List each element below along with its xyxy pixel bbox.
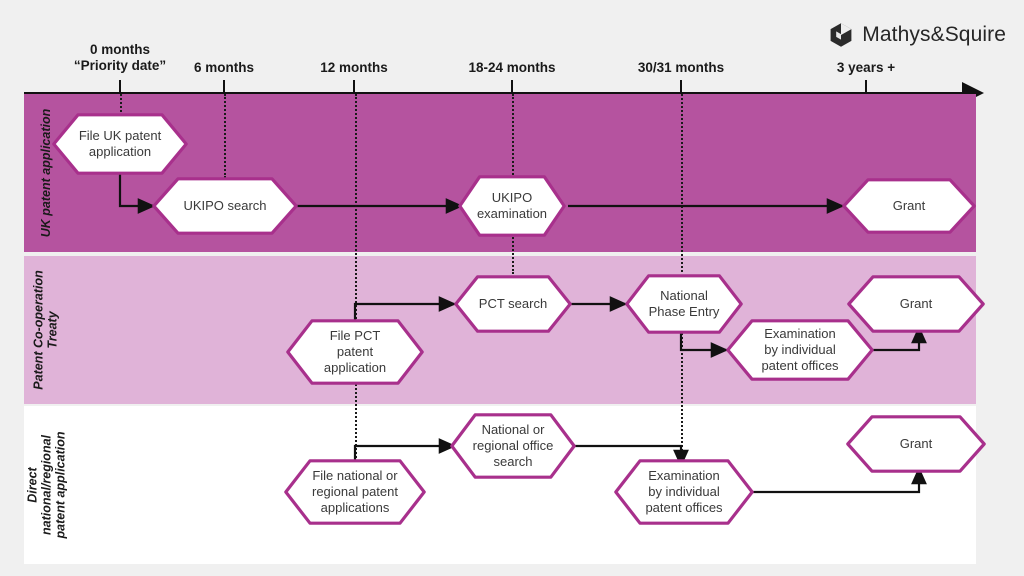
guide-line-t18 [512,94,514,178]
tick-t36 [865,80,867,93]
guide-line-t0 [120,94,122,112]
row-label-uk-text: UK patent application [39,108,54,238]
hexagon-shape [52,113,188,175]
mathys-squire-cube-icon [828,22,854,48]
guide-line-t18b [512,234,514,274]
tick-label-t12: 12 months [320,60,388,75]
tick-t18 [511,80,513,93]
hexagon-shape [842,178,976,234]
node-dir-grant[interactable]: Grant [846,415,986,473]
tick-label-t0: 0 months“Priority date” [73,42,167,73]
tick-t6 [223,80,225,93]
node-label: Grant [892,198,926,213]
guide-line-t12 [355,94,357,330]
guide-line-t30b [681,330,683,466]
guide-line-t30 [681,94,683,272]
hexagon-shape [846,415,986,473]
brand-name: Mathys&Squire [862,23,1006,46]
node-pct-grant[interactable]: Grant [847,275,985,333]
node-label: UKIPO search [183,198,267,213]
node-uk-search[interactable]: UKIPO search [152,177,298,235]
tick-t30 [680,80,682,93]
node-label: Grant [899,296,933,311]
guide-line-t12b [355,372,357,470]
node-uk-grant[interactable]: Grant [842,178,976,234]
hexagon-shape [286,319,424,385]
hexagon-shape [284,459,426,525]
brand-logo: Mathys&Squire [828,22,1006,48]
hexagon-shape [454,275,572,333]
tick-label-t18: 18-24 months [468,60,556,75]
tick-label-t36: 3 years + [836,60,896,75]
hexagon-shape [458,175,566,237]
hexagon-shape [625,274,743,334]
tick-t12 [353,80,355,93]
hexagon-shape [847,275,985,333]
timeline-axis [24,92,976,94]
node-label: Grant [899,436,933,451]
node-label: PCT search [478,296,548,311]
node-pct-search[interactable]: PCT search [454,275,572,333]
hexagon-shape [614,459,754,525]
tick-label-t30: 30/31 months [637,60,725,75]
tick-label-t6: 6 months [193,60,255,75]
hexagon-shape [450,413,576,479]
tick-t0 [119,80,121,93]
guide-line-t6 [224,94,226,178]
hexagon-shape [152,177,298,235]
hexagon-shape [726,319,874,381]
